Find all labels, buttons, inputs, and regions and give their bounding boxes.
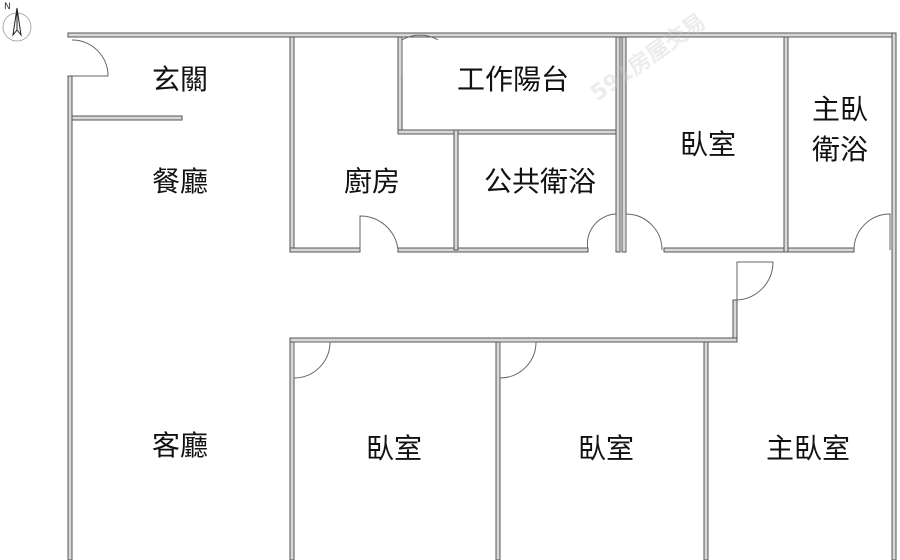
- wall-entry: [71, 115, 183, 121]
- wall-bedroom-left-b: [621, 36, 627, 253]
- room-kitchen: 廚房: [343, 165, 401, 198]
- wall-kitchen-bottom-a: [289, 247, 361, 253]
- wall-kitchen-left: [289, 36, 295, 253]
- walls: [67, 32, 897, 560]
- door-bedroom-1: [293, 341, 331, 379]
- room-public-bath: 公共衛浴: [483, 165, 597, 198]
- compass-icon: [2, 7, 32, 42]
- wall-bedroom2-left: [495, 341, 501, 560]
- wall-balcony-bottom: [397, 129, 621, 135]
- wall-balcony-left: [397, 36, 403, 135]
- wall-corridor-right: [732, 299, 738, 343]
- door-balcony: [401, 34, 439, 76]
- door-entry: [71, 39, 109, 77]
- room-balcony: 工作陽台: [456, 63, 570, 96]
- door-kitchen: [359, 215, 399, 251]
- door-bedroom-top: [625, 213, 663, 251]
- room-bedroom-1: 臥室: [365, 432, 423, 465]
- wall-master-left: [703, 341, 709, 560]
- wall-kitchen-bottom-b: [397, 247, 589, 253]
- wall-left: [67, 75, 73, 560]
- door-bedroom-2: [499, 341, 537, 379]
- wall-corridor-bottom: [289, 337, 738, 343]
- wall-bedroom-bottom: [663, 247, 855, 253]
- room-bedroom-top: 臥室: [679, 128, 737, 161]
- door-master-bath: [853, 213, 891, 251]
- wall-bedroom1-left: [289, 341, 295, 560]
- room-bedroom-2: 臥室: [577, 432, 635, 465]
- room-entry: 玄關: [151, 63, 209, 96]
- compass-label: N: [4, 2, 11, 12]
- door-public-bath: [586, 213, 617, 251]
- wall-masterbath-left: [783, 36, 789, 253]
- wall-bath-left: [453, 129, 459, 251]
- wall-right: [891, 32, 897, 560]
- room-living: 客廳: [151, 429, 209, 462]
- doors: [71, 34, 891, 379]
- room-master-bath-line2: 衛浴: [811, 133, 869, 166]
- room-master-bath-line1: 主臥: [811, 93, 869, 126]
- room-dining: 餐廳: [151, 165, 209, 198]
- door-master-bedroom: [736, 261, 774, 301]
- room-master-bedroom: 主臥室: [765, 432, 851, 465]
- wall-top: [67, 32, 897, 38]
- wall-bedroom-left: [615, 36, 621, 253]
